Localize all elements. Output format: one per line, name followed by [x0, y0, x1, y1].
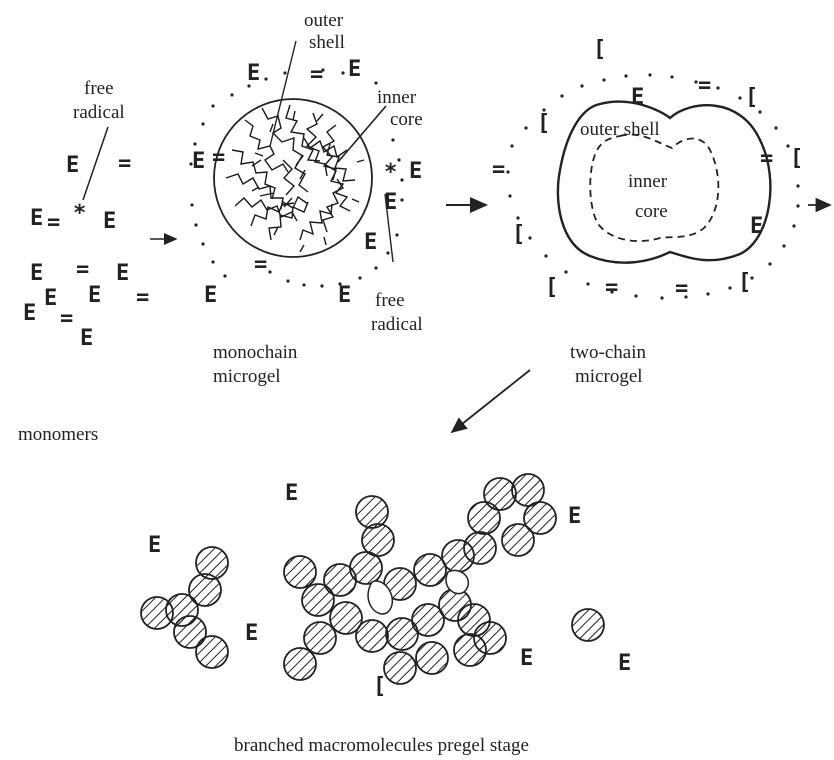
bond-mark: = [698, 73, 711, 98]
monomer: [ [537, 111, 550, 136]
monomer: [ [790, 146, 803, 171]
monomer: E [148, 533, 161, 558]
inner-core-label: core [390, 109, 423, 130]
branched-cluster-small [141, 547, 228, 668]
two-chain-microgel-label: microgel [575, 366, 643, 387]
monomer: E [192, 149, 205, 174]
branched-cluster-large [284, 474, 556, 684]
branched-macromolecules: E E E E E E [ branched macromolecules pr… [141, 474, 631, 756]
bond-mark: = [212, 145, 225, 170]
monomer: [ [512, 222, 525, 247]
monomer: E [80, 326, 93, 351]
monomer: E [750, 214, 763, 239]
monomers-stage: E = E = * E E = E E E = = E E free radic… [18, 78, 149, 445]
tangled-chain [226, 105, 364, 252]
radical-star: * [384, 160, 397, 185]
monomer: E [23, 301, 36, 326]
monochain-microgel-label: microgel [213, 366, 281, 387]
monomer: E [618, 651, 631, 676]
bond-mark: = [47, 210, 60, 235]
free-radical-label: free [84, 78, 114, 99]
monomer: E [520, 646, 533, 671]
monomer: E [568, 504, 581, 529]
inner-core-label: inner [628, 171, 668, 192]
free-radical-pointer [83, 127, 108, 200]
monomers-label: monomers [18, 424, 98, 445]
single-microgel-particle [572, 609, 604, 641]
microgel-boundary [214, 99, 372, 257]
bond-mark: = [136, 285, 149, 310]
free-radical-label: radical [73, 102, 125, 123]
caption: branched macromolecules pregel stage [234, 735, 529, 756]
bond-mark: = [254, 252, 267, 277]
monomer: E [631, 85, 644, 110]
outer-shell-label: outer shell [580, 119, 660, 140]
arrow-to-branched [452, 370, 530, 432]
monomer: E [103, 209, 116, 234]
radical-star: * [73, 201, 86, 226]
monomer: E [338, 283, 351, 308]
cluster-hole [446, 570, 468, 593]
inner-core-label: inner [377, 87, 417, 108]
bond-mark: = [60, 306, 73, 331]
monomer: E [245, 621, 258, 646]
monomer: E [30, 261, 43, 286]
monomer: E [348, 57, 361, 82]
two-chain-microgel: outer shell inner core [ E [ = [ [ = = [… [492, 37, 803, 387]
free-radical-label: radical [371, 314, 423, 335]
inner-core-pointer [338, 106, 386, 162]
bond-mark: = [310, 62, 323, 87]
monomer: E [66, 153, 79, 178]
free-radical-label: free [375, 290, 405, 311]
monomer: E [364, 230, 377, 255]
bond-mark: = [118, 151, 131, 176]
monomer: E [409, 159, 422, 184]
monomer: E [285, 481, 298, 506]
monomer: E [204, 283, 217, 308]
bond-mark: = [675, 276, 688, 301]
monomer: E [44, 286, 57, 311]
bond-mark: = [76, 257, 89, 282]
monomer: [ [745, 85, 758, 110]
monomer: [ [373, 674, 386, 699]
monochain-microgel: E = E = E * E E E E E = outer shell inne… [189, 10, 422, 387]
outer-shell-label: shell [309, 32, 345, 53]
two-chain-microgel-label: two-chain [570, 342, 646, 363]
monomer: [ [545, 275, 558, 300]
outer-shell-label: outer [304, 10, 344, 31]
monomer: E [116, 261, 129, 286]
monomer: [ [593, 37, 606, 62]
bond-mark: = [760, 146, 773, 171]
monomer: E [30, 206, 43, 231]
bond-mark: = [605, 275, 618, 300]
inner-core-label: core [635, 201, 668, 222]
monomer: E [88, 283, 101, 308]
monomer: E [247, 61, 260, 86]
bond-mark: = [492, 157, 505, 182]
monochain-microgel-label: monochain [213, 342, 298, 363]
monomer: [ [738, 270, 751, 295]
